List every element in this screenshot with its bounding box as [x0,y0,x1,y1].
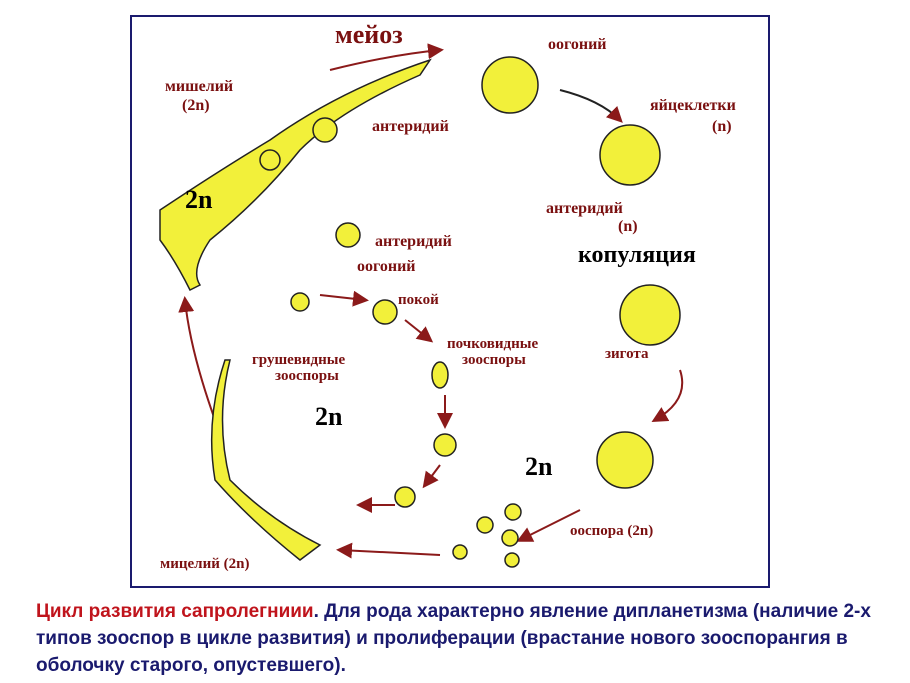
label-mycelium-top: мишелий [165,78,234,95]
label-meiosis: мейоз [335,20,403,49]
label-antheridium-top: антеридий [372,118,449,135]
label-kidney-zoospores-1: почковидные [447,336,539,352]
label-kidney-zoospores-2: зооспоры [462,352,526,368]
cycle-arrows [178,43,684,559]
organism-drawings [159,56,681,568]
label-mycelium-bottom: мицелий (2n) [160,556,250,572]
life-cycle-illustration [159,43,684,568]
label-egg-cells-ploidy: (n) [712,118,732,135]
label-pear-zoospores-1: грушевидные [252,352,346,368]
label-oospore: ооспора (2n) [570,523,654,539]
label-zygote: зигота [605,346,649,362]
label-rest: покой [398,292,439,308]
label-pear-zoospores-2: зооспоры [275,368,339,384]
label-antheridium-right-ploidy: (n) [618,218,638,235]
caption: Цикл развития сапролегниии. Для рода хар… [36,598,896,679]
label-copulation: копуляция [578,242,696,268]
label-oogonium-top: оогоний [548,36,607,53]
label-ploidy-center: 2n [315,402,343,431]
diagram-frame [130,15,770,588]
caption-title: Цикл развития сапролегниии [36,601,314,622]
caption-text: . Для рода характерно явление дипланетиз… [36,601,871,676]
label-oogonium-mid: оогоний [357,258,416,275]
label-egg-cells: яйцеклетки [650,97,736,114]
label-ploidy-right: 2n [525,452,553,481]
label-antheridium-right: антеридий [546,200,623,217]
label-antheridium-mid: антеридий [375,233,452,250]
label-mycelium-top-ploidy: (2n) [182,97,210,114]
label-ploidy-left: 2n [185,185,213,214]
